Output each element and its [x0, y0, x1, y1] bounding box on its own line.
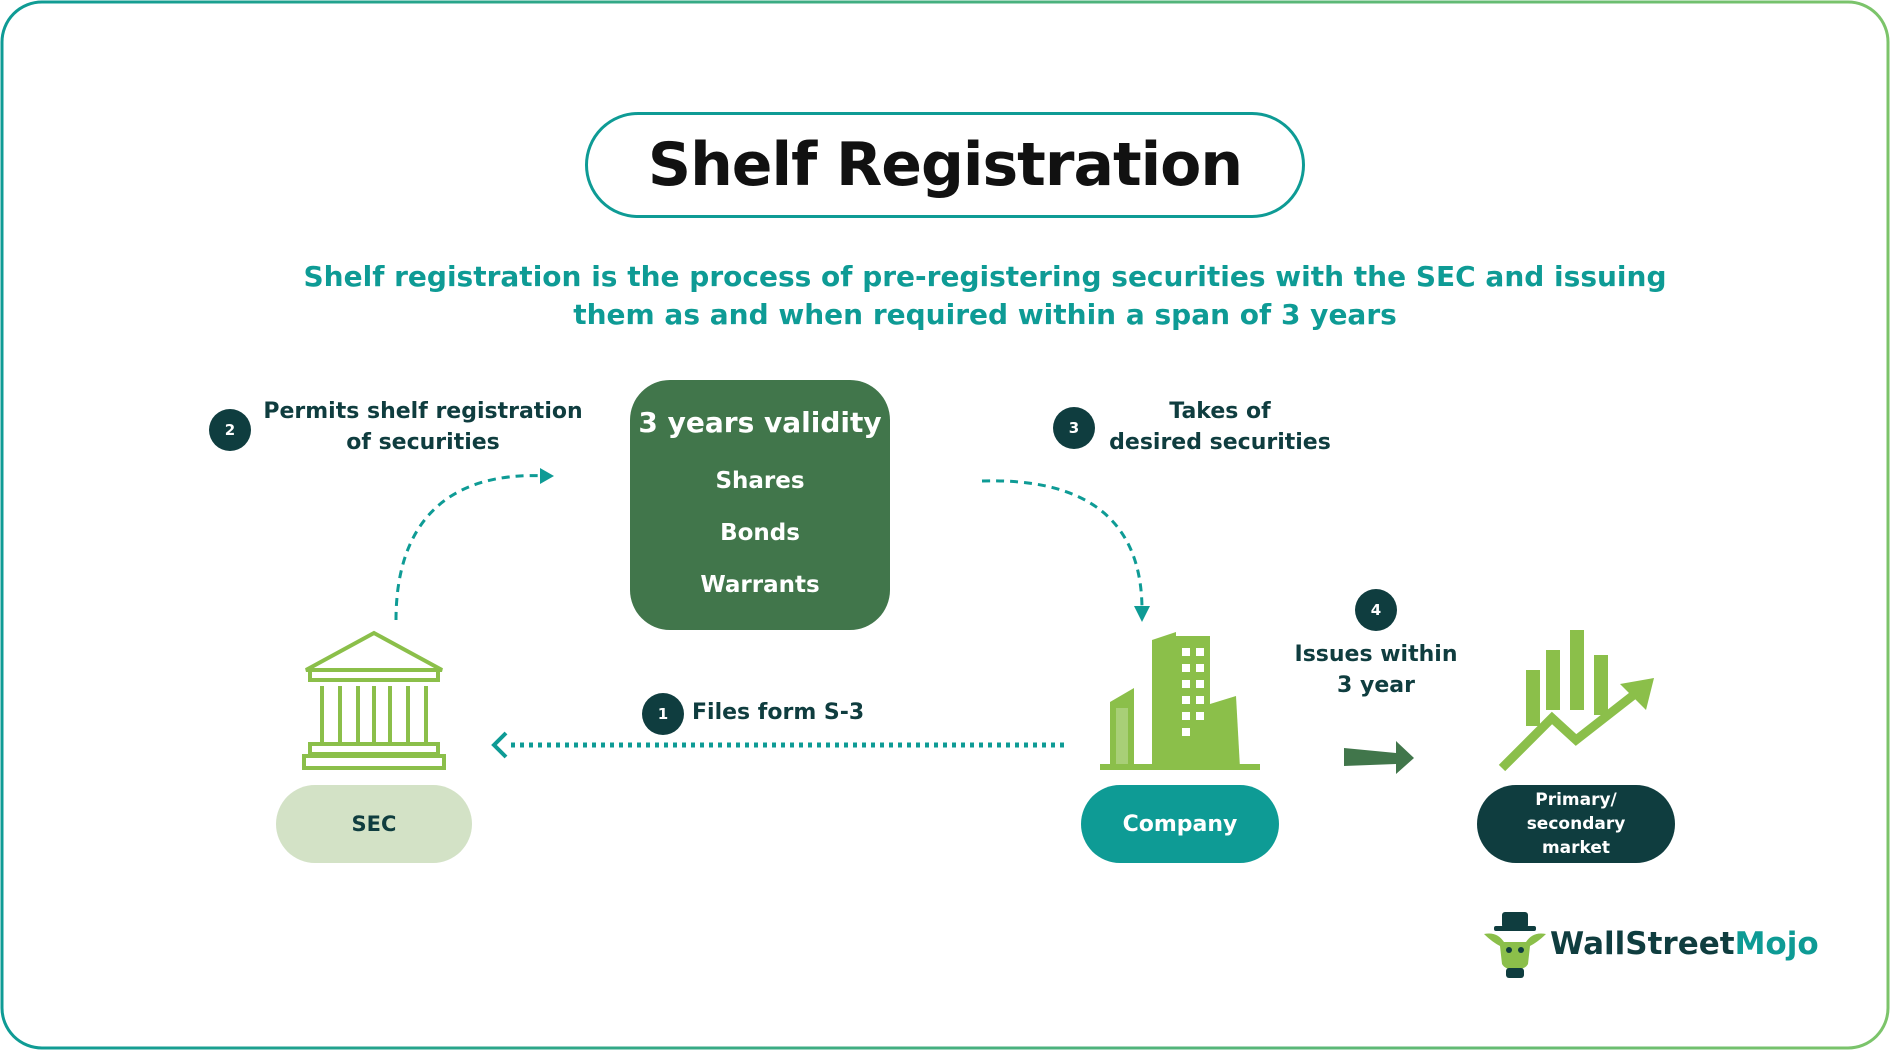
step-3-line1: Takes of	[1169, 399, 1271, 424]
market-node: Primary/ secondary market	[1477, 785, 1675, 863]
bank-icon	[302, 630, 446, 770]
market-line1: Primary/ secondary	[1526, 790, 1626, 834]
definition-text: Shelf registration is the process of pre…	[303, 260, 1667, 331]
step-2-label: Permits shelf registration of securities	[258, 396, 588, 458]
company-node: Company	[1081, 785, 1279, 863]
step-3-line2: desired securities	[1109, 430, 1331, 455]
validity-item-bonds: Bonds	[720, 520, 800, 546]
step-2-line1: Permits shelf registration	[263, 399, 583, 424]
validity-heading: 3 years validity	[638, 406, 882, 439]
brand-name-part1: WallStreet	[1550, 926, 1735, 962]
step-4-label: Issues within 3 year	[1280, 639, 1472, 701]
page-title: Shelf Registration	[647, 130, 1243, 200]
title-pill: Shelf Registration	[585, 112, 1305, 218]
buildings-icon	[1100, 632, 1260, 770]
step-badge-1: 1	[642, 693, 684, 735]
arrow-head-1	[491, 731, 508, 759]
step-1-label: Files form S-3	[692, 700, 865, 725]
bull-logo-icon	[1484, 912, 1546, 978]
arrow-validity-to-company	[981, 479, 1144, 611]
step-3-label: Takes of desired securities	[1100, 396, 1340, 458]
step-badge-4: 4	[1355, 589, 1397, 631]
arrow-company-to-market	[1344, 741, 1414, 774]
growth-chart-icon	[1498, 630, 1654, 772]
validity-item-shares: Shares	[715, 468, 805, 494]
step-4-line1: Issues within	[1294, 642, 1458, 667]
validity-box: 3 years validity Shares Bonds Warrants	[630, 380, 890, 630]
step-badge-3: 3	[1053, 407, 1095, 449]
step-2-line2: of securities	[346, 430, 500, 455]
validity-item-warrants: Warrants	[700, 572, 820, 598]
arrow-head-2	[540, 468, 554, 484]
sec-node: SEC	[276, 785, 472, 863]
brand-name-part2: Mojo	[1734, 926, 1819, 962]
step-4-line2: 3 year	[1337, 673, 1415, 698]
market-line2: market	[1541, 838, 1611, 858]
arrow-head-3	[1134, 606, 1150, 622]
step-badge-2: 2	[209, 409, 251, 451]
arrow-sec-to-validity	[394, 474, 549, 621]
